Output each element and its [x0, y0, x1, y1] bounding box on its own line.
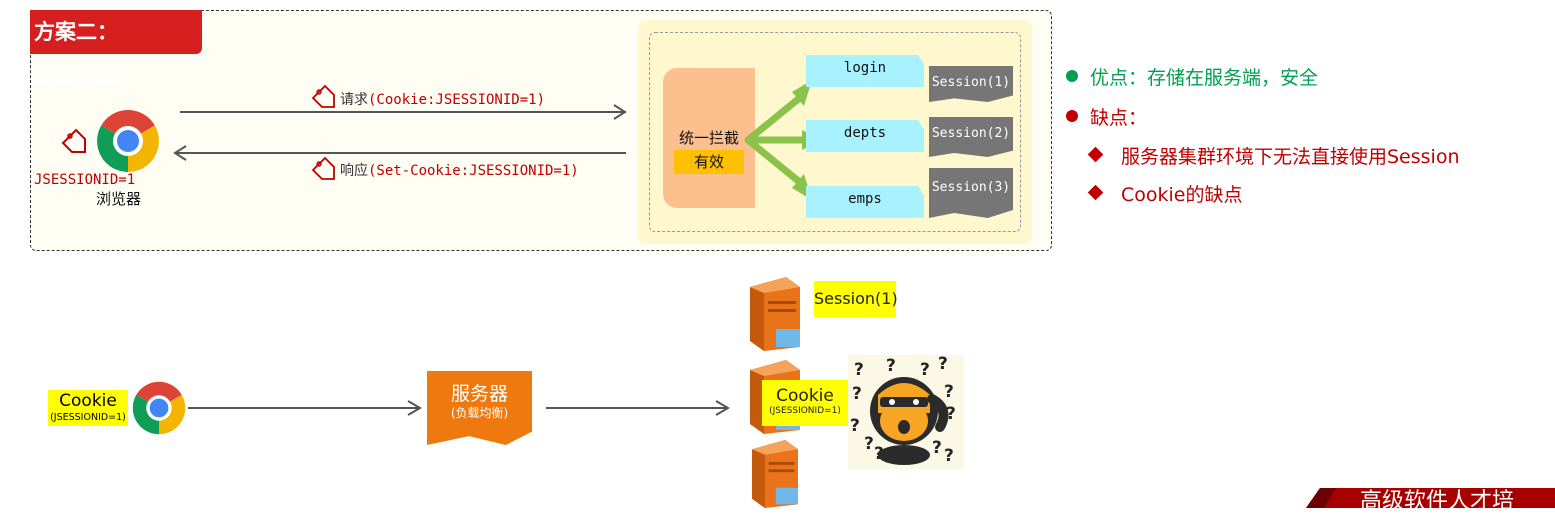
load-balancer-title: 服务器 — [450, 383, 508, 405]
response-code: (Set-Cookie:JSESSIONID=1) — [368, 163, 579, 179]
session-doc-1: Session(1) — [929, 66, 1013, 102]
bullet-dot-icon — [1066, 110, 1078, 122]
server2-cookie-label: Cookie — [776, 386, 834, 406]
svg-text:?: ? — [852, 384, 862, 404]
svg-text:?: ? — [886, 356, 896, 376]
client-cookie-sub: (JSESSIONID=1) — [50, 412, 126, 423]
diamond-bullet-icon — [1087, 184, 1104, 201]
endpoint-emps: emps — [806, 186, 924, 218]
con-item-1-text: 服务器集群环境下无法直接使用Session — [1121, 146, 1460, 168]
con-text: 缺点： — [1090, 107, 1148, 129]
server1-session-tag: Session(1) — [814, 281, 898, 317]
con-item-1: 服务器集群环境下无法直接使用Session — [1087, 142, 1460, 169]
load-balancer-box — [427, 371, 532, 445]
svg-text:?: ? — [920, 360, 930, 380]
response-label: 响应(Set-Cookie:JSESSIONID=1) — [340, 160, 579, 180]
request-label: 请求(Cookie:JSESSIONID=1) — [340, 89, 545, 109]
client-cookie-tag — [48, 390, 128, 426]
server-inner-frame — [649, 32, 1021, 232]
footer-brand-text: 高级软件人才培 — [1360, 489, 1515, 514]
server-icon — [752, 440, 798, 508]
tag-icon — [311, 84, 335, 108]
bullet-dot-icon — [1066, 70, 1078, 82]
svg-text:?: ? — [938, 355, 948, 374]
request-response-arrows — [173, 104, 627, 161]
session-doc-3: Session(3) — [929, 168, 1013, 218]
tag-icon — [311, 156, 335, 180]
pro-text: 优点：存储在服务端，安全 — [1090, 67, 1319, 89]
svg-text:?: ? — [854, 360, 864, 380]
svg-text:?: ? — [946, 404, 956, 424]
browser-label: 浏览器 — [96, 190, 142, 208]
con-item-2-text: Cookie的缺点 — [1121, 184, 1243, 206]
tag-icon — [61, 128, 86, 153]
server2-cookie-tag — [762, 380, 848, 426]
chrome-icon — [132, 381, 186, 435]
server2-cookie-sub: (JSESSIONID=1) — [769, 406, 841, 416]
endpoint-login: login — [806, 55, 924, 87]
request-text: 请求 — [340, 92, 368, 108]
con-bullet: 缺点： — [1066, 103, 1147, 130]
load-balancer-sub: (负载均衡) — [450, 406, 509, 420]
interceptor-label: 统一拦截 — [678, 129, 739, 147]
svg-text:?: ? — [944, 382, 954, 402]
session-doc-2: Session(2) — [929, 117, 1013, 157]
scheme-title: 方案二：Session — [30, 10, 202, 88]
server-icon — [750, 277, 800, 351]
footer-brand-strip — [1306, 488, 1555, 508]
endpoint-depts: depts — [806, 120, 924, 152]
chrome-icon — [97, 110, 159, 172]
svg-text:?: ? — [850, 416, 860, 436]
diamond-bullet-icon — [1087, 146, 1104, 163]
client-cookie-label: Cookie — [59, 391, 117, 411]
browser-cookie-value: JSESSIONID=1 — [34, 172, 136, 188]
interceptor-block — [663, 68, 755, 208]
svg-text:?: ? — [864, 434, 874, 454]
confused-monkey-icon: ???? ???? ???? — [848, 355, 964, 469]
pro-bullet: 优点：存储在服务端，安全 — [1066, 63, 1318, 90]
response-text: 响应 — [340, 163, 368, 179]
interceptor-status: 有效 — [674, 150, 744, 174]
request-code: (Cookie:JSESSIONID=1) — [368, 92, 546, 108]
svg-text:?: ? — [932, 438, 942, 458]
con-item-2: Cookie的缺点 — [1087, 180, 1243, 207]
cluster-arrows — [188, 400, 730, 416]
svg-text:?: ? — [944, 446, 954, 466]
